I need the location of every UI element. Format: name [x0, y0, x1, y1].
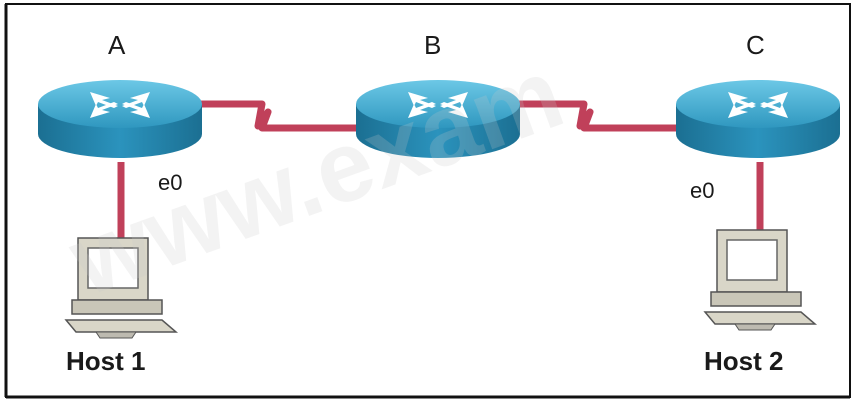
host-1-label: Host 1	[66, 346, 146, 376]
host-1-computer-icon	[65, 237, 177, 339]
host-2-label: Host 2	[704, 346, 784, 376]
host-2-computer-icon	[704, 229, 816, 331]
router-c-icon	[676, 80, 840, 158]
router-a-icon	[38, 80, 202, 158]
router-a-e0-label: e0	[158, 170, 183, 195]
router-a-label: A	[108, 30, 126, 60]
router-c-e0-label: e0	[690, 178, 715, 203]
router-b-icon	[356, 80, 520, 158]
router-b-label: B	[424, 30, 442, 60]
serial-link-b-c	[516, 100, 678, 132]
router-c-label: C	[746, 30, 765, 60]
serial-link-a-b	[198, 100, 358, 132]
diagram-frame	[5, 3, 851, 398]
